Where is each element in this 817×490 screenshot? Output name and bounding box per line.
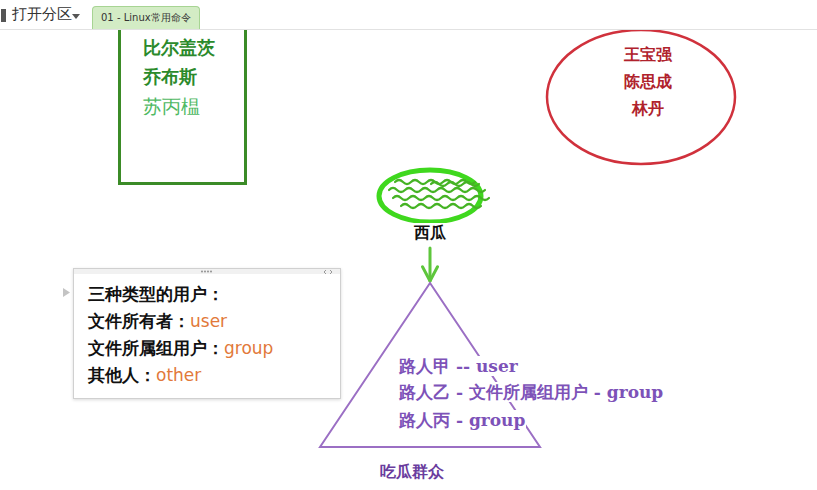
crowd-text-line: 路人丙 - group — [398, 409, 526, 432]
watermelon-stripe — [393, 196, 489, 200]
watermelon-label: 西瓜 — [412, 223, 448, 242]
crowd-triangle: 路人甲 -- user 路人乙 - 文件所属组用户 - group 路人丙 - gr… — [318, 281, 698, 486]
note-handle-dot — [204, 271, 206, 273]
crowd-text: 路人甲 -- user — [398, 356, 519, 376]
note-text: group — [224, 338, 273, 358]
notebook-icon — [1, 9, 6, 22]
crowd-text: 路人乙 - 文件所属组用户 - group — [398, 382, 664, 402]
crowd-text: 路人丙 - group — [398, 410, 526, 430]
name-circle: 王宝强陈思成林丹 — [545, 28, 737, 166]
note-text-line: 三种类型的用户： — [88, 281, 332, 308]
person-name-line: 陈思成 — [559, 68, 737, 95]
person-name-line: 乔布斯 — [143, 63, 234, 92]
circle-outline — [547, 30, 735, 164]
crowd-text: 吃瓜群众 — [380, 462, 444, 481]
triangle-outline — [320, 283, 540, 447]
note-text-line: 文件所有者：user — [88, 308, 332, 335]
watermelon-stripe — [431, 182, 479, 186]
arrow-connector — [429, 248, 432, 281]
watermelon: 西瓜 — [375, 166, 485, 246]
note-handle-dot — [201, 271, 203, 273]
section-menu-label: 打开分区 — [12, 4, 72, 25]
person-name-line: 林丹 — [559, 95, 737, 122]
dropdown-arrow — [72, 14, 80, 19]
person-name: 比尔盖茨 — [143, 37, 215, 58]
person-name: 苏丙榅 — [143, 95, 200, 117]
note-resize-icon — [324, 270, 332, 274]
crowd-text-line: 路人乙 - 文件所属组用户 - group — [398, 381, 664, 404]
page-tab: 01 - Linux常用命令 — [92, 6, 200, 29]
note-text: user — [190, 311, 227, 331]
name-box: 比尔盖茨乔布斯苏丙榅 — [118, 18, 247, 185]
note-handle-bar — [74, 269, 340, 274]
note-text-line: 文件所属组用户：group — [88, 335, 332, 362]
note-text: 三种类型的用户： — [88, 284, 224, 304]
note-text-line: 其他人：other — [88, 362, 332, 389]
note-text: 文件所属组用户： — [88, 338, 224, 358]
note-text: 文件所有者： — [88, 311, 190, 331]
tab-bar: 打开分区 01 - Linux常用命令 — [0, 0, 817, 30]
note-text: 其他人： — [88, 365, 156, 385]
person-name-line: 苏丙榅 — [143, 92, 234, 122]
note-marker — [63, 288, 70, 297]
watermelon-stripe — [389, 188, 485, 192]
crowd-text-line: 路人甲 -- user — [398, 355, 519, 378]
note-handle-dot — [210, 271, 212, 273]
person-name: 林丹 — [632, 99, 664, 118]
note-text: other — [156, 365, 201, 385]
person-name: 王宝强 — [624, 45, 672, 64]
person-name: 陈思成 — [624, 72, 672, 91]
crowd-text-line: 吃瓜群众 — [380, 461, 444, 483]
watermelon-label-line: 西瓜 — [375, 224, 485, 242]
person-name: 乔布斯 — [143, 66, 197, 87]
watermelon-stripe — [401, 204, 481, 208]
note-handle-dot — [207, 271, 209, 273]
person-name-line: 王宝强 — [559, 41, 737, 68]
note-box: 三种类型的用户：文件所有者：user文件所属组用户：group其他人：other — [73, 268, 341, 399]
person-name-line: 比尔盖茨 — [143, 34, 234, 63]
